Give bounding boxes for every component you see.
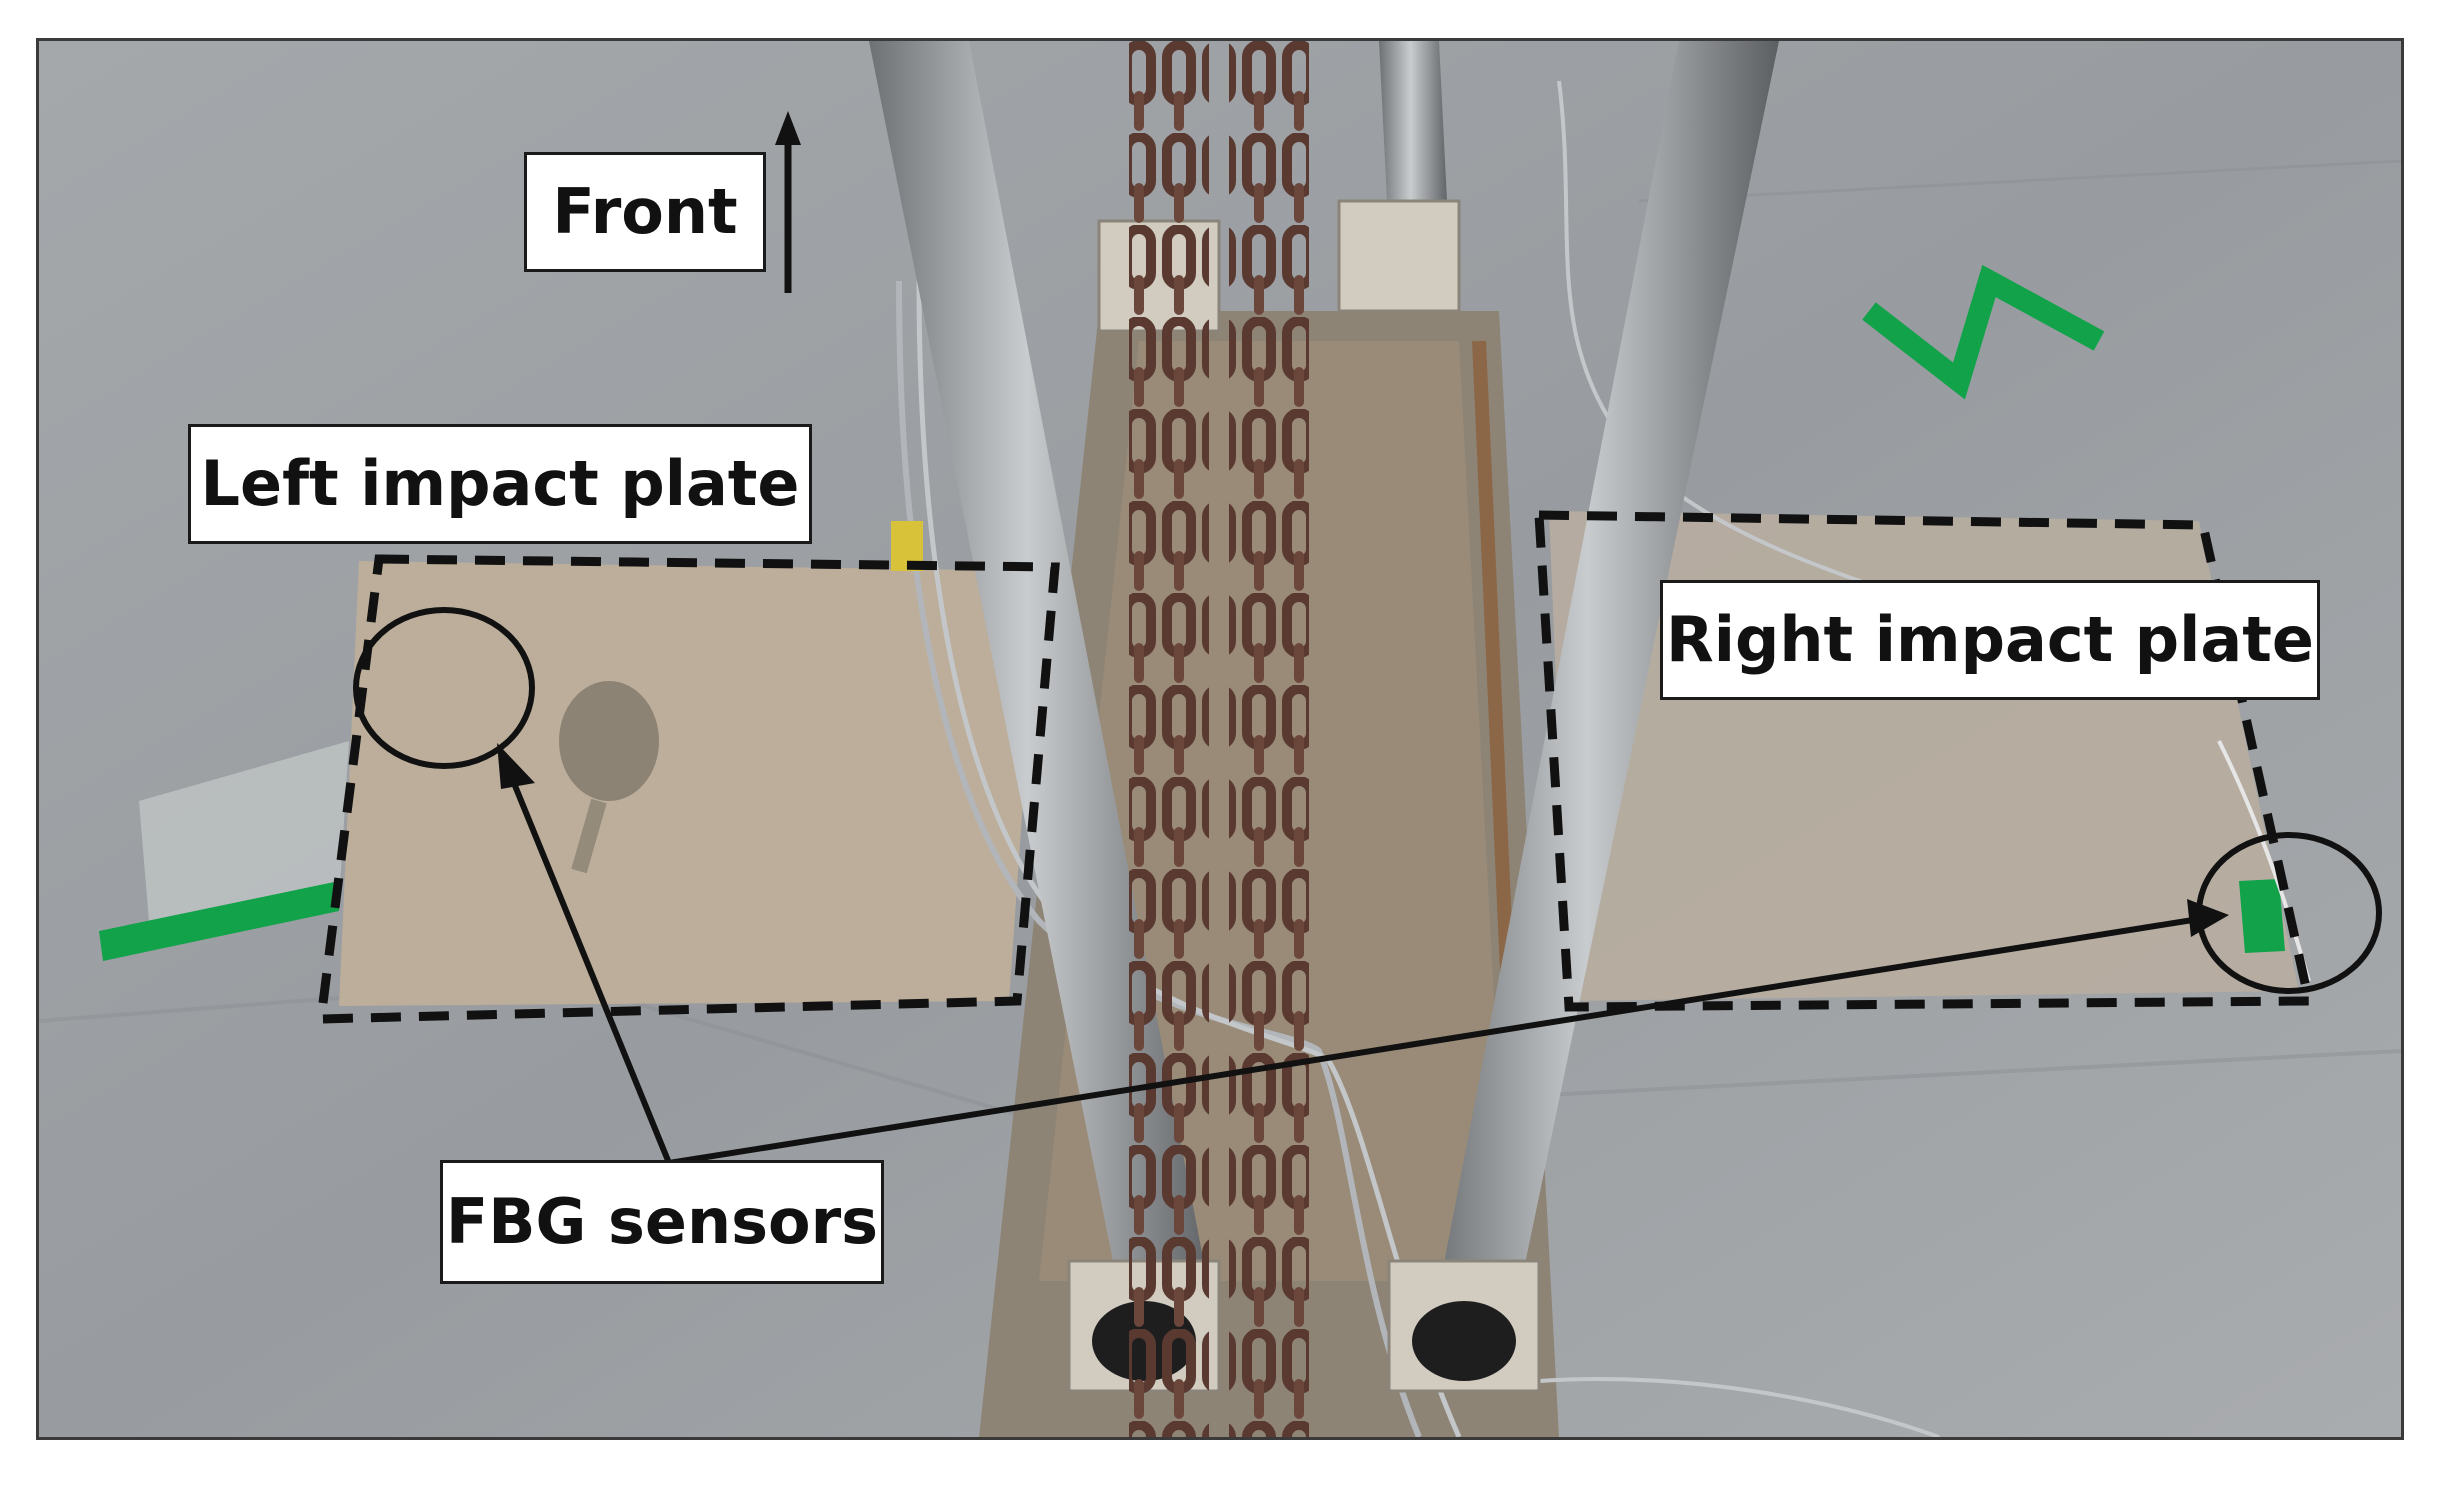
front-arrow-icon	[775, 111, 801, 293]
right-sensor-tape	[2239, 879, 2285, 953]
green-tape-frame	[1862, 264, 2105, 400]
right-impact-plate-label: Right impact plate	[1660, 580, 2320, 700]
chain-right	[1229, 41, 1309, 1437]
left-green-tape	[99, 881, 339, 961]
left-impact-plate	[339, 561, 1039, 1006]
test-setup-photo	[36, 38, 2404, 1440]
photo-scene	[39, 41, 2401, 1437]
sensor-arrows	[506, 769, 2200, 1166]
chain-left	[1129, 41, 1209, 1437]
right-guide-rod	[1429, 41, 1779, 1341]
right-plate-outline	[1534, 510, 2315, 1012]
front-label: Front	[524, 152, 766, 272]
left-impact-plate-label: Left impact plate	[188, 424, 812, 544]
left-sensor-circle	[353, 607, 535, 769]
left-plate-outline	[315, 554, 1060, 1024]
fbg-sensors-label: FBG sensors	[440, 1160, 884, 1284]
center-rod	[1379, 41, 1449, 241]
